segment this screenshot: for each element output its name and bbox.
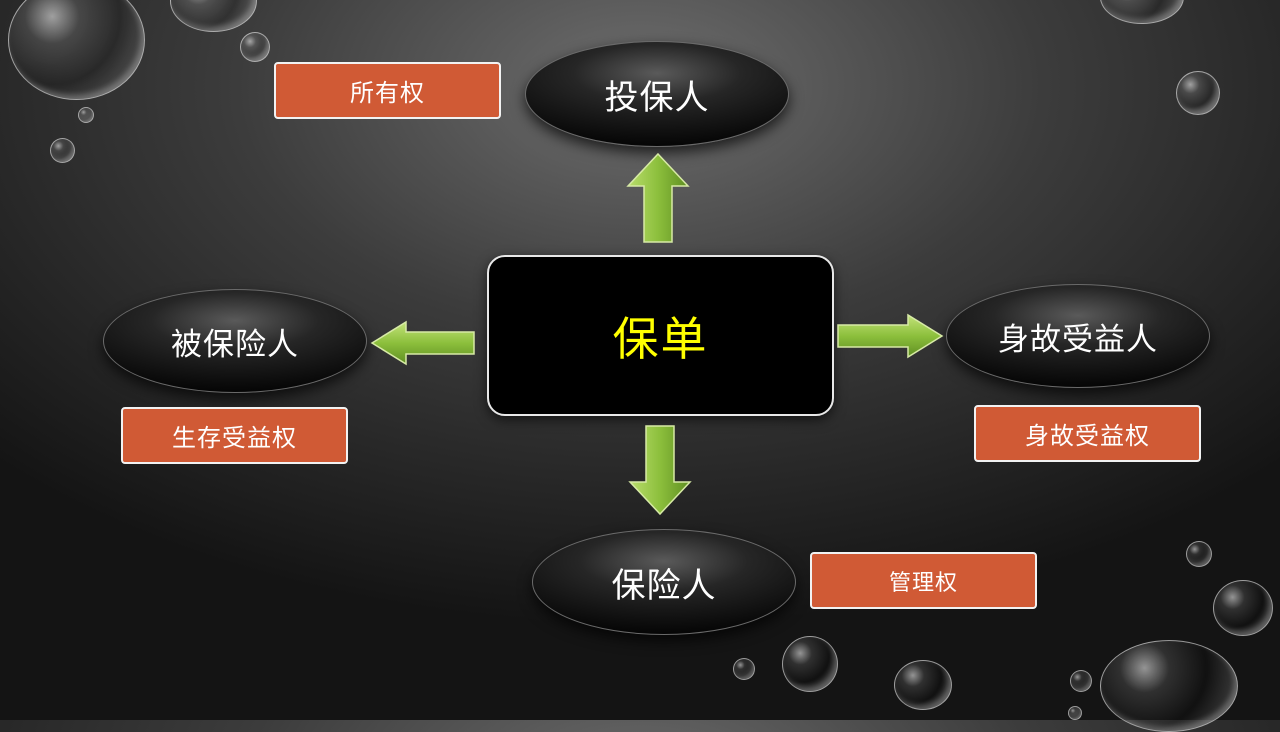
water-bubble-decoration [1176, 71, 1220, 115]
water-bubble-decoration [170, 0, 257, 32]
node-insured-label: 被保险人 [171, 326, 299, 363]
water-bubble-decoration [1186, 541, 1212, 567]
node-insurer-label: 保险人 [611, 565, 717, 606]
water-bubble-decoration [894, 660, 952, 710]
tag-death-benefit-label: 身故受益权 [1025, 422, 1150, 450]
tag-ownership: 所有权 [274, 62, 501, 119]
water-bubble-decoration [1213, 580, 1273, 636]
tag-management-label: 管理权 [888, 570, 958, 596]
water-bubble-decoration [1070, 670, 1092, 692]
water-bubble-decoration [1100, 0, 1184, 24]
water-bubble-decoration [50, 138, 75, 163]
arrow-up-icon [626, 152, 690, 243]
water-bubble-decoration [1068, 706, 1082, 720]
node-insurer: 保险人 [532, 529, 796, 635]
water-bubble-decoration [240, 32, 270, 62]
tag-survival-benefit-label: 生存受益权 [172, 424, 297, 452]
policy-label: 保单 [612, 311, 709, 366]
arrow-down-icon [628, 425, 692, 516]
tag-ownership-label: 所有权 [350, 79, 425, 107]
policy-center-box: 保单 [487, 255, 834, 416]
node-policyholder: 投保人 [525, 41, 789, 147]
tag-survival-benefit: 生存受益权 [121, 407, 348, 464]
water-bubble-decoration [78, 107, 94, 123]
arrow-right-icon [837, 313, 944, 359]
water-bubble-decoration [733, 658, 755, 680]
node-death-beneficiary-label: 身故受益人 [998, 321, 1158, 358]
node-insured: 被保险人 [103, 289, 367, 393]
tag-management: 管理权 [810, 552, 1037, 609]
node-death-beneficiary: 身故受益人 [946, 284, 1210, 388]
tag-death-benefit: 身故受益权 [974, 405, 1201, 462]
water-bubble-decoration [8, 0, 145, 100]
arrow-left-icon [370, 320, 475, 366]
node-policyholder-label: 投保人 [604, 77, 710, 118]
water-bubble-decoration [782, 636, 838, 692]
water-bubble-decoration [1100, 640, 1238, 732]
